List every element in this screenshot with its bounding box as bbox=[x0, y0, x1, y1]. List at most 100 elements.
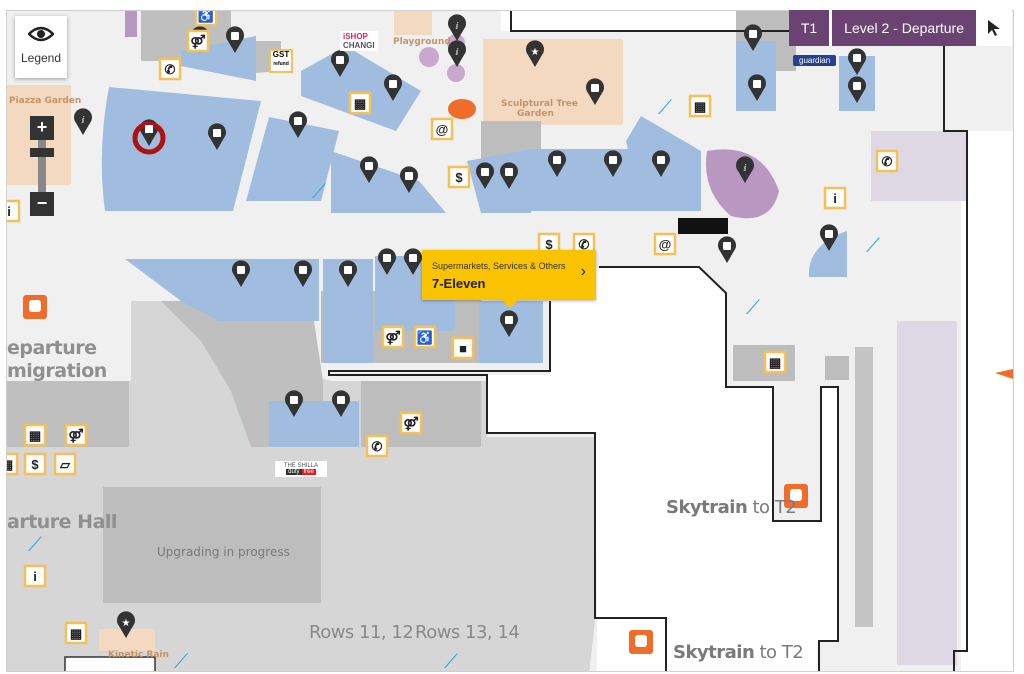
shop-pin-icon[interactable] bbox=[404, 248, 422, 275]
shop-pin-icon[interactable] bbox=[820, 224, 838, 251]
shop-pin-icon[interactable] bbox=[384, 74, 402, 101]
shop-pin-icon[interactable] bbox=[652, 150, 670, 177]
shop-pin-icon[interactable] bbox=[748, 74, 766, 101]
baggage-icon[interactable]: ■ bbox=[451, 336, 475, 360]
shop-pin-icon[interactable] bbox=[500, 162, 518, 189]
shop-pin-icon[interactable] bbox=[548, 150, 566, 177]
terminal-button[interactable]: T1 bbox=[788, 10, 830, 46]
svg-text:★: ★ bbox=[122, 618, 131, 629]
lift-icon[interactable]: ▦ bbox=[763, 350, 787, 374]
guardian-logo[interactable]: guardian bbox=[793, 55, 837, 66]
dining-pin-icon[interactable]: ⅈ bbox=[448, 40, 466, 67]
dining-pin-icon[interactable]: ⅈ bbox=[448, 14, 466, 41]
info-icon[interactable]: i bbox=[6, 199, 21, 223]
ticket-icon[interactable]: ▱ bbox=[53, 452, 77, 476]
baby-care-icon[interactable]: ♿ bbox=[194, 10, 218, 27]
shop-pin-icon[interactable] bbox=[208, 123, 226, 150]
restaurant-logo[interactable] bbox=[448, 99, 476, 119]
phone-icon[interactable]: ✆ bbox=[365, 434, 389, 458]
lift-icon[interactable]: ▦ bbox=[64, 621, 88, 645]
featured-shop-pin-icon[interactable] bbox=[132, 119, 166, 155]
svg-text:$: $ bbox=[31, 457, 39, 472]
info-icon[interactable]: i bbox=[823, 186, 847, 210]
immigration-icon[interactable] bbox=[23, 295, 47, 319]
shop-pin-icon[interactable] bbox=[294, 260, 312, 287]
skytrain-icon[interactable] bbox=[629, 630, 653, 654]
lift-icon[interactable]: ▦ bbox=[688, 94, 712, 118]
phone-icon[interactable]: ✆ bbox=[158, 57, 182, 81]
dining-pin-icon[interactable]: ⅈ bbox=[74, 108, 92, 135]
svg-text:✆: ✆ bbox=[882, 154, 893, 169]
shop-pin-icon[interactable] bbox=[289, 111, 307, 138]
shop-pin-icon[interactable] bbox=[586, 78, 604, 105]
level-button[interactable]: Level 2 - Departure bbox=[832, 10, 976, 46]
cursor-icon bbox=[988, 20, 1000, 36]
shop-pin-icon[interactable] bbox=[500, 310, 518, 337]
zoom-in-button[interactable]: + bbox=[30, 116, 54, 140]
shop-pin-icon[interactable] bbox=[339, 260, 357, 287]
escalator-icon[interactable]: ⟋ bbox=[866, 235, 880, 257]
lift-icon[interactable]: ▦ bbox=[348, 91, 372, 115]
money-changer-icon[interactable]: $ bbox=[23, 452, 47, 476]
shop-pin-icon[interactable] bbox=[400, 166, 418, 193]
shop-pin-icon[interactable] bbox=[232, 260, 250, 287]
internet-icon[interactable]: @ bbox=[653, 232, 677, 256]
phone-icon[interactable]: ✆ bbox=[875, 149, 899, 173]
shop-pin-icon[interactable] bbox=[226, 26, 244, 53]
legend-button[interactable]: Legend bbox=[15, 16, 67, 78]
direction-arrow-icon[interactable] bbox=[995, 369, 1013, 379]
chevron-right-icon[interactable]: › bbox=[580, 263, 586, 280]
shop-pin-icon[interactable] bbox=[360, 156, 378, 183]
shop-pin-icon[interactable] bbox=[332, 390, 350, 417]
zoom-out-button[interactable]: − bbox=[30, 192, 54, 216]
money-changer-icon[interactable]: $ bbox=[447, 165, 471, 189]
dining-pin-icon[interactable]: ⅈ bbox=[736, 156, 754, 183]
svg-text:ⅈ: ⅈ bbox=[81, 115, 84, 125]
escalator-icon[interactable]: ⟋ bbox=[28, 534, 42, 556]
money-changer-icon[interactable]: $ bbox=[537, 232, 561, 256]
shop-pin-icon[interactable] bbox=[476, 162, 494, 189]
escalator-icon[interactable]: ⟋ bbox=[658, 97, 672, 119]
svg-text:⚤: ⚤ bbox=[68, 428, 83, 443]
shop-pin-icon[interactable] bbox=[848, 76, 866, 103]
shop-tooltip[interactable]: Supermarkets, Services & Others 7-Eleven… bbox=[422, 250, 596, 308]
brand-logo[interactable] bbox=[678, 218, 728, 234]
info-icon[interactable]: i bbox=[23, 564, 47, 588]
zoom-slider-thumb[interactable] bbox=[30, 148, 54, 157]
shop-pin-icon[interactable] bbox=[848, 48, 866, 75]
toilet-icon[interactable]: ⚤ bbox=[399, 411, 423, 435]
internet-icon[interactable]: @ bbox=[430, 117, 454, 141]
pointer-mode-button[interactable] bbox=[976, 10, 1012, 46]
svg-text:▦: ▦ bbox=[354, 96, 366, 111]
shop-pin-icon[interactable] bbox=[744, 24, 762, 51]
baby-care-icon[interactable]: ♿ bbox=[413, 325, 437, 349]
airside-area bbox=[961, 131, 1013, 671]
skytrain-label: Skytrain to T2 bbox=[673, 642, 804, 663]
shop-pin-icon[interactable] bbox=[718, 236, 736, 263]
shop-pin-icon[interactable] bbox=[331, 50, 349, 77]
shop-pin-icon[interactable] bbox=[378, 248, 396, 275]
attraction-star-pin-icon[interactable]: ★ bbox=[526, 40, 544, 67]
toilet-icon[interactable]: ⚤ bbox=[64, 423, 88, 447]
toilet-icon[interactable]: ⚤ bbox=[186, 29, 210, 53]
tooltip-shop-name: 7-Eleven bbox=[432, 276, 486, 291]
lift-icon[interactable]: ▦ bbox=[23, 423, 47, 447]
shop-pin-icon[interactable] bbox=[285, 390, 303, 417]
zoom-slider[interactable] bbox=[30, 140, 54, 192]
shop-pin-icon[interactable] bbox=[604, 150, 622, 177]
zoom-control[interactable]: + − bbox=[30, 116, 54, 216]
rows-13-14-label: Rows 13, 14 bbox=[415, 622, 520, 643]
toilet-icon[interactable]: ⚤ bbox=[381, 325, 405, 349]
escalator-icon[interactable]: ⟋ bbox=[444, 651, 458, 672]
escalator-icon[interactable]: ⟋ bbox=[312, 181, 326, 203]
escalator-icon[interactable]: ⟋ bbox=[174, 651, 188, 672]
skytrain-icon[interactable] bbox=[784, 484, 808, 508]
attraction-star-pin-icon[interactable]: ★ bbox=[117, 611, 135, 638]
escalator-icon[interactable]: ⟋ bbox=[746, 297, 760, 319]
lift-icon[interactable]: ▦ bbox=[6, 452, 19, 476]
